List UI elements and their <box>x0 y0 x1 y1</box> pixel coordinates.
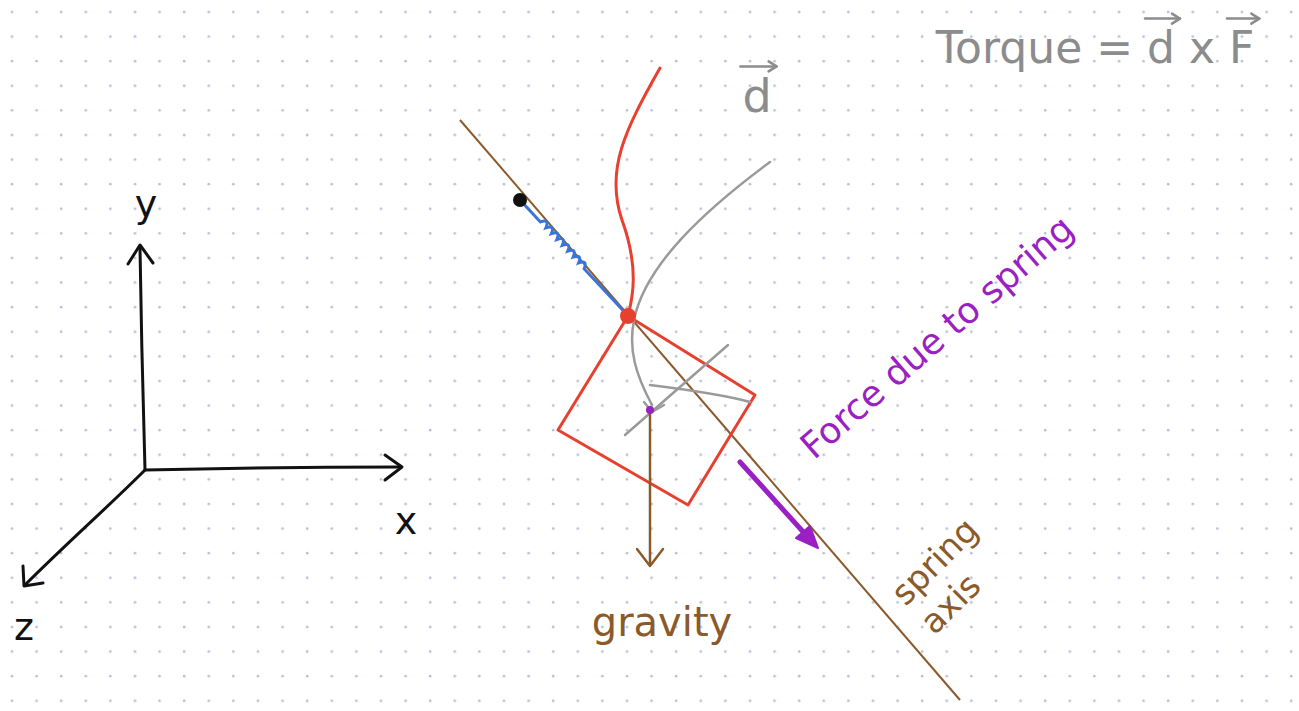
force-label: gravity <box>592 598 733 646</box>
z-axis <box>25 470 145 585</box>
spring-force-arrow <box>740 462 818 548</box>
axis-label: y <box>135 182 158 228</box>
coordinate-axes <box>23 245 402 586</box>
axis-arrowhead <box>385 455 402 480</box>
axis-arrowhead <box>23 566 43 586</box>
vector-arrow <box>1227 17 1259 20</box>
vector-label: d <box>742 69 771 124</box>
force-label: Force due to spring <box>792 207 1083 468</box>
axis-label: z <box>14 605 34 651</box>
vector-arrow <box>740 65 776 68</box>
axis-label: x <box>395 499 418 545</box>
gravity-arrow <box>637 412 663 566</box>
spring-symbol <box>520 197 631 316</box>
y-axis <box>140 248 145 470</box>
red-block <box>558 316 755 505</box>
axis-arrowhead <box>128 245 153 264</box>
x-axis <box>145 467 400 470</box>
vector-arrow <box>1145 17 1180 20</box>
red-curve <box>616 68 660 316</box>
torque-formula: Torque = d x F <box>936 22 1255 75</box>
anchor-point <box>513 193 527 207</box>
pivot-point <box>620 308 636 324</box>
center-of-mass <box>646 406 654 414</box>
spring-axis-label: spring axis <box>883 498 1027 642</box>
lever-arm <box>625 162 770 435</box>
